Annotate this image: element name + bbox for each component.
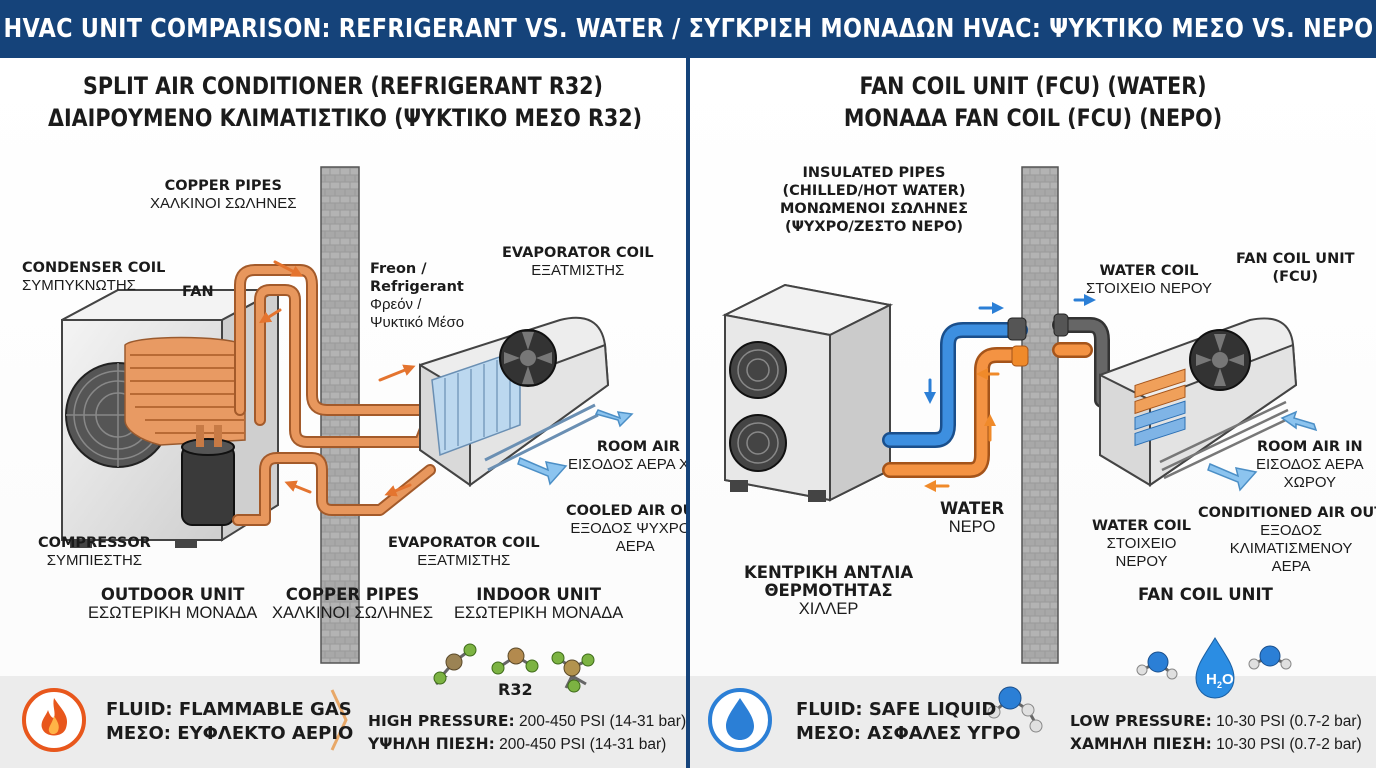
fan-icon: [1189, 329, 1251, 391]
copper-pipes-bottom-label: COPPER PIPES ΧΑΛΚΙΝΟΙ ΣΩΛΗΝΕΣ: [272, 585, 434, 623]
fan-icon: [729, 414, 787, 472]
evaporator-coil-bottom-label: EVAPORATOR COIL ΕΞΑΤΜΙΣΤΗΣ: [388, 535, 540, 569]
copper-pipes-top-label: COPPER PIPES ΧΑΛΚΙΝΟΙ ΣΩΛΗΝΕΣ: [150, 178, 297, 212]
flame-icon: [22, 688, 86, 752]
h2o-label-h: H: [1206, 671, 1217, 688]
h2o-label-sub: 2: [1217, 680, 1222, 690]
compressor-icon: [181, 425, 235, 526]
heat-pump-unit: [721, 283, 894, 502]
r32-molecules: [433, 643, 595, 693]
water-coil: [1134, 368, 1186, 447]
water-coil-bottom-label: WATER COIL ΣΤΟΙΧΕΙΟ ΝΕΡΟΥ: [1092, 518, 1192, 570]
fan-coil-title: FAN COIL UNIT (FCU) (WATER) ΜΟΝΑΔΑ FAN C…: [843, 72, 1223, 132]
r32-label: R32: [498, 680, 533, 699]
outdoor-unit: [61, 288, 279, 548]
fan-icon: [729, 341, 787, 399]
fan-icon: [499, 329, 557, 387]
page-title: HVAC UNIT COMPARISON: REFRIGERANT VS. WA…: [3, 14, 1373, 44]
conditioned-air-out-label: CONDITIONED AIR OUT ΕΞΟΔΟΣ ΚΛΙΜΑΤΙΣΜΕΝΟΥ…: [1198, 505, 1376, 575]
freon-label: Freon / Refrigerant Φρεόν / Ψυκτικό Μέσο: [370, 261, 465, 331]
water-drop-icon: [708, 688, 772, 752]
indoor-unit-label: INDOOR UNIT ΕΣΩΤΕΡΙΚΗ ΜΟΝΑΔΑ: [454, 585, 624, 623]
split-ac-title: SPLIT AIR CONDITIONER (REFRIGERANT R32) …: [48, 72, 643, 132]
room-air-in-label: ROOM AIR IN ΕΙΣΟΔΟΣ ΑΕΡΑ ΧΩΡΟΥ: [1256, 439, 1364, 491]
condenser-coil-label: CONDENSER COIL ΣΥΜΠΥΚΝΩΤΗΣ: [22, 260, 166, 294]
evaporator-coil-top-label: EVAPORATOR COIL ΕΞΑΤΜΙΣΤΗΣ: [502, 245, 654, 279]
refrigerant-footer-graphics: [22, 676, 587, 752]
heat-pump-label: ΚΕΝΤΡΙΚΗ ΑΝΤΛΙΑ ΘΕΡΜΟΤΗΤΑΣ ΧΙΛΛΕΡ: [744, 563, 914, 619]
fan-coil-unit: [1099, 317, 1298, 487]
copper-pipes: [232, 260, 446, 526]
refrigerant-fluid-text: FLUID: FLAMMABLE GAS ΜΕΣΟ: ΕΥΦΛΕΚΤΟ ΑΕΡΙ…: [106, 699, 354, 744]
h2o-label-o: O: [1222, 671, 1234, 688]
indoor-unit: [419, 316, 610, 487]
split-ac-diagram: [61, 166, 634, 664]
air-arrows: [517, 409, 634, 486]
water-pressure: LOW PRESSURE: 10-30 PSI (0.7-2 bar) ΧΑΜΗ…: [1070, 712, 1362, 753]
cooled-air-out-label: COOLED AIR OUT ΕΞΟΔΟΣ ΨΥΧΡΟΥ ΑΕΡΑ: [566, 503, 705, 555]
fan-coil-diagram: [721, 166, 1318, 664]
water-footer: FLUID: SAFE LIQUID ΜΕΣΟ: ΑΣΦΑΛΕΣ ΥΓΡΟ LO…: [690, 676, 1376, 768]
water-fluid-text: FLUID: SAFE LIQUID ΜΕΣΟ: ΑΣΦΑΛΕΣ ΥΓΡΟ: [796, 699, 1021, 744]
water-label: WATER ΝΕΡΟ: [940, 499, 1005, 537]
panel-divider: [686, 58, 690, 768]
split-ac-panel: SPLIT AIR CONDITIONER (REFRIGERANT R32) …: [0, 58, 731, 768]
h2o-molecules: H 2 O: [1136, 637, 1292, 699]
header-banner: HVAC UNIT COMPARISON: REFRIGERANT VS. WA…: [0, 0, 1376, 58]
outdoor-unit-label: OUTDOOR UNIT ΕΣΩΤΕΡΙΚΗ ΜΟΝΑΔΑ: [88, 585, 258, 623]
fan-coil-unit-bottom-label: FAN COIL UNIT: [1138, 585, 1273, 604]
fan-label: FAN: [182, 284, 214, 300]
insulated-pipes-label: INSULATED PIPES (CHILLED/HOT WATER) ΜΟΝΩ…: [780, 165, 968, 235]
water-footer-graphics: [708, 686, 1043, 752]
water-coil-top-label: WATER COIL ΣΤΟΙΧΕΙΟ ΝΕΡΟΥ: [1086, 263, 1213, 297]
condenser-coil: [124, 336, 246, 446]
insulated-pipes: [882, 294, 1110, 492]
air-arrows: [1207, 410, 1318, 492]
compressor-label: COMPRESSOR ΣΥΜΠΙΕΣΤΗΣ: [38, 535, 151, 569]
fan-coil-unit-label: FAN COIL UNIT (FCU): [1236, 251, 1355, 285]
refrigerant-pressure: HIGH PRESSURE: 200-450 PSI (14-31 bar) Υ…: [368, 712, 687, 753]
molecule-icon: [987, 686, 1043, 733]
evaporator-coil: [431, 348, 521, 457]
wall: [1021, 166, 1059, 664]
